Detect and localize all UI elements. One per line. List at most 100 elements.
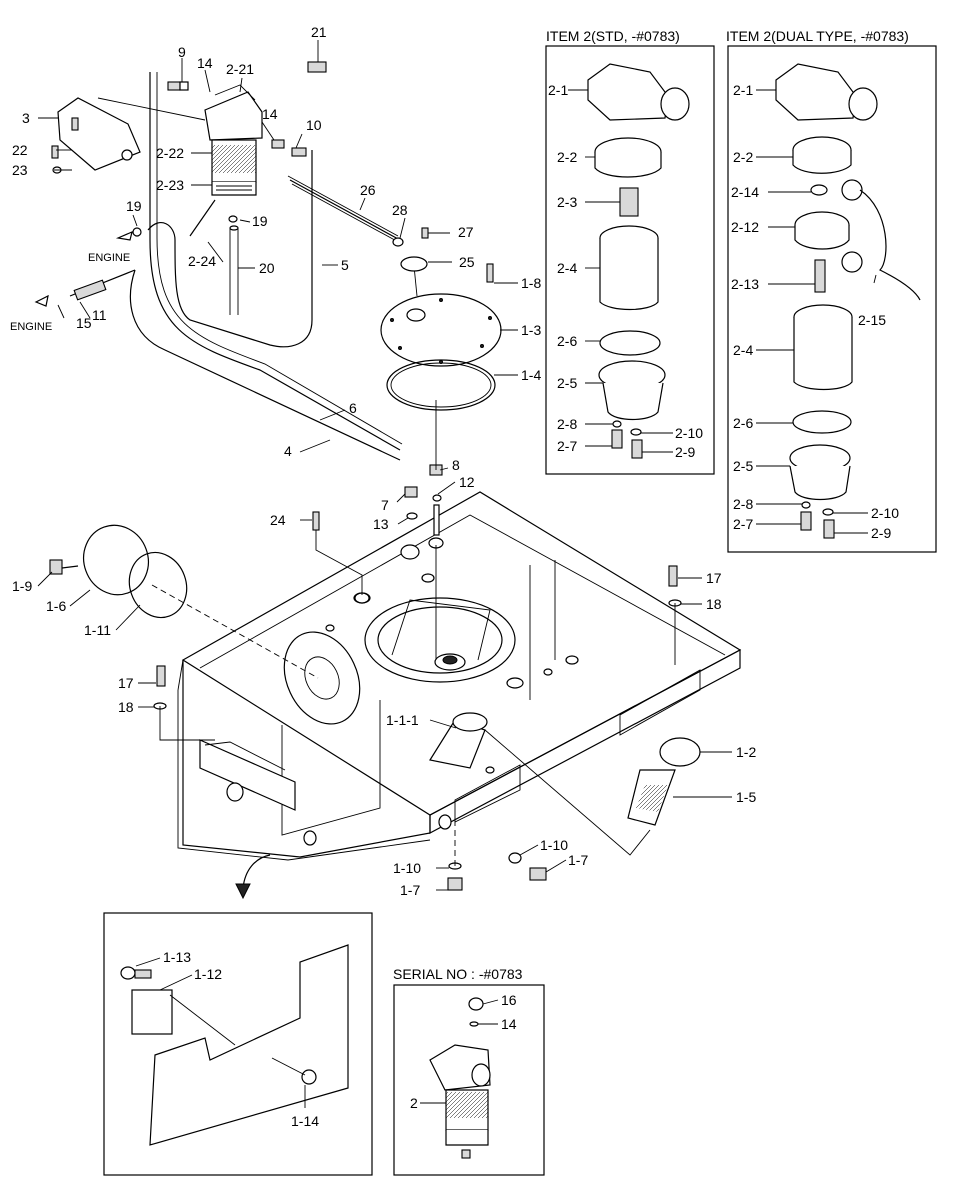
callout-25: 25: [459, 254, 475, 270]
callout-15: 15: [76, 315, 92, 331]
strainer-cap-25: [400, 256, 428, 272]
callout-1-11: 1-11: [84, 622, 111, 638]
dual-type-frame: [727, 45, 937, 553]
callout-16: 16: [501, 992, 517, 1008]
hydraulic-tank: [177, 491, 742, 861]
std-filter-stack: [587, 63, 690, 459]
detail-plate: [120, 944, 349, 1146]
engine-label-1: ENGINE: [88, 252, 130, 264]
callout-dual-2-9: 2-9: [871, 525, 891, 541]
bolt-1-8: [486, 263, 494, 283]
tube-26: [289, 179, 401, 241]
callout-std-2-10: 2-10: [675, 425, 703, 441]
callout-std-2-7: 2-7: [557, 438, 577, 454]
callout-std-2-9: 2-9: [675, 444, 695, 460]
callout-1-7a: 1-7: [568, 852, 588, 868]
callout-std-2-1: 2-1: [548, 82, 568, 98]
detail-arrow-head: [235, 883, 251, 900]
callout-28: 28: [392, 202, 408, 218]
callout-23: 23: [12, 162, 28, 178]
leader-lines: [37, 40, 877, 1108]
cap-1-2: [659, 737, 701, 767]
callout-22: 22: [12, 142, 28, 158]
top-cover: [380, 293, 502, 411]
callout-dual-2-15: 2-15: [858, 312, 886, 328]
callout-dual-2-14: 2-14: [731, 184, 759, 200]
callout-1-10b: 1-10: [393, 860, 421, 876]
callout-12: 12: [459, 474, 475, 490]
callout-11: 11: [92, 307, 107, 323]
callout-24: 24: [270, 512, 286, 528]
callout-19b: 19: [252, 213, 268, 229]
callout-1-6: 1-6: [46, 598, 66, 614]
std-type-frame: [545, 45, 715, 475]
hose-4: [129, 269, 401, 461]
detail-frame: [103, 912, 373, 1176]
serial-header: SERIAL NO : -#0783: [393, 966, 523, 982]
hose-5: [147, 150, 313, 348]
callout-1-1-1: 1-1-1: [386, 712, 419, 728]
side-cover-plate: [49, 524, 188, 619]
callout-14b: 14: [262, 106, 278, 122]
callout-18a: 18: [706, 596, 722, 612]
callout-1-3: 1-3: [521, 322, 541, 338]
callout-dual-2-6: 2-6: [733, 415, 753, 431]
callout-26: 26: [360, 182, 376, 198]
callout-1-14: 1-14: [291, 1113, 319, 1129]
callout-dual-2-12: 2-12: [731, 219, 759, 235]
callout-std-2-5: 2-5: [557, 375, 577, 391]
callout-17a: 17: [706, 570, 722, 586]
callout-2-23: 2-23: [156, 177, 184, 193]
fuel-filter-assembly: [204, 84, 263, 196]
callout-19a: 19: [126, 198, 142, 214]
callout-27: 27: [458, 224, 474, 240]
callout-1-7b: 1-7: [400, 882, 420, 898]
serial-frame: [393, 984, 545, 1176]
callout-13: 13: [373, 516, 389, 532]
callout-1-4: 1-4: [521, 367, 541, 383]
callout-9: 9: [178, 44, 186, 60]
callout-18b: 18: [118, 699, 134, 715]
callout-std-2-3: 2-3: [557, 194, 577, 210]
callout-2-24: 2-24: [188, 253, 216, 269]
callout-std-2-2: 2-2: [557, 149, 577, 165]
callout-1-8: 1-8: [521, 275, 541, 291]
callout-1-12: 1-12: [194, 966, 222, 982]
callout-1-9: 1-9: [12, 578, 32, 594]
callout-8: 8: [452, 457, 460, 473]
callout-14a: 14: [197, 55, 213, 71]
tube-20: [229, 228, 239, 315]
callout-dual-2-1: 2-1: [733, 82, 753, 98]
mounting-bracket-3: [57, 97, 141, 171]
callout-2-22: 2-22: [156, 145, 184, 161]
callout-std-2-6: 2-6: [557, 333, 577, 349]
callout-21: 21: [311, 24, 327, 40]
callout-5: 5: [341, 257, 349, 273]
callout-3: 3: [22, 110, 30, 126]
callout-dual-2-2: 2-2: [733, 149, 753, 165]
callout-dual-2-4: 2-4: [733, 342, 753, 358]
callout-1-5: 1-5: [736, 789, 756, 805]
callout-dual-2-5: 2-5: [733, 458, 753, 474]
serial-filter: [429, 997, 491, 1159]
callout-7: 7: [381, 497, 389, 513]
hose-6: [149, 72, 401, 451]
callout-std-2-4: 2-4: [557, 260, 577, 276]
callout-dual-2-7: 2-7: [733, 516, 753, 532]
dual-type-header: ITEM 2(DUAL TYPE, -#0783): [726, 28, 909, 44]
callout-14c: 14: [501, 1016, 517, 1032]
callout-std-2-8: 2-8: [557, 416, 577, 432]
callout-1-2: 1-2: [736, 744, 756, 760]
callout-dual-2-13: 2-13: [731, 276, 759, 292]
callout-dual-2-10: 2-10: [871, 505, 899, 521]
callout-20: 20: [259, 260, 275, 276]
callout-4: 4: [284, 443, 292, 459]
callout-6: 6: [349, 400, 357, 416]
std-type-header: ITEM 2(STD, -#0783): [546, 28, 680, 44]
detail-arrow: [242, 854, 271, 889]
hose-2-24: [189, 199, 216, 237]
callout-1-13: 1-13: [163, 949, 191, 965]
callout-1-10a: 1-10: [540, 837, 568, 853]
